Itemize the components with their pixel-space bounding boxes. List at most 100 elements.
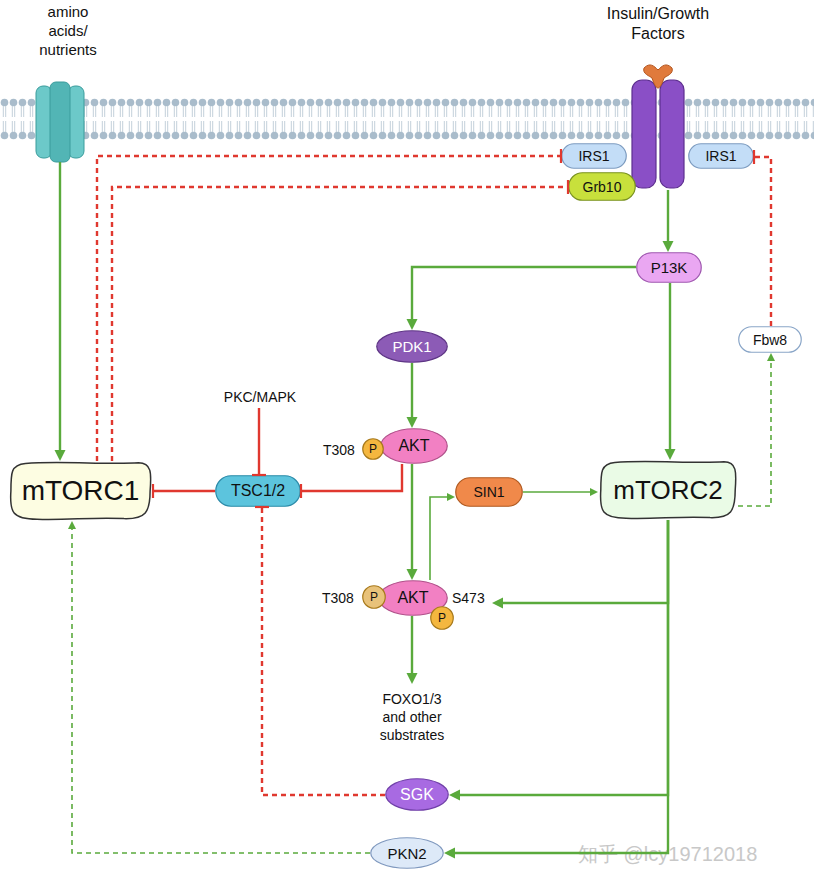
- connector-line: [59, 162, 61, 451]
- node-label: P13K: [651, 258, 688, 277]
- connector-line: [454, 520, 668, 853]
- connector-line: [411, 616, 413, 674]
- connector-line: [502, 520, 668, 603]
- receptor: Insulin/Growth Factors: [630, 62, 686, 190]
- protein-pill: IRS1: [688, 143, 754, 169]
- node-label: IRS1: [578, 147, 609, 165]
- node-label: AKT: [397, 588, 428, 608]
- kinase-ellipse: SGK: [385, 778, 449, 811]
- cell-membrane: [0, 98, 814, 140]
- node-label: IRS1: [705, 147, 736, 165]
- signal-connector: [252, 408, 266, 475]
- arrow-head: [590, 488, 598, 496]
- protein-pill: TSC1/2: [215, 475, 301, 507]
- site-label: T308: [323, 441, 355, 459]
- node-outline: [630, 62, 686, 190]
- pathway-text: PKC/MAPK: [205, 386, 315, 408]
- nutrient-channel: amino acids/ nutrients: [35, 82, 85, 162]
- signal-connector: [153, 484, 215, 498]
- node-label: SIN1: [473, 483, 504, 501]
- node-label: TSC1/2: [231, 481, 285, 501]
- inhibition-bar: [255, 506, 269, 508]
- signal-connector: [449, 520, 668, 801]
- node-label: FOXO1/3 and other substrates: [372, 690, 452, 744]
- pill-shape: [637, 253, 702, 283]
- arrow-head: [407, 673, 418, 684]
- arrow-head: [68, 521, 76, 529]
- signal-connector: [430, 493, 455, 580]
- kinase-pill: P13K: [636, 252, 702, 283]
- connector-line: [301, 464, 402, 491]
- connector-line: [411, 363, 413, 418]
- arrow-head: [444, 848, 455, 859]
- inhibition-bar: [560, 149, 562, 163]
- connector-line: [667, 190, 669, 242]
- pill-shape: [562, 144, 627, 169]
- node-label: mTORC1: [22, 473, 140, 509]
- inhibition-bar: [252, 474, 266, 476]
- inhibition-bar: [300, 484, 302, 498]
- arrow-head: [447, 493, 455, 501]
- pill-shape: [689, 144, 754, 169]
- connector-line: [412, 267, 636, 320]
- signal-connector: [444, 520, 668, 859]
- ellipse-shape: [386, 779, 449, 811]
- node-label: AKT: [398, 436, 429, 456]
- watermark: 知乎 @lcy19712018: [578, 842, 757, 867]
- signal-connector: [754, 150, 771, 326]
- connector-line: [112, 187, 568, 461]
- arrow-head: [767, 353, 775, 361]
- node-label: PDK1: [392, 337, 431, 356]
- inhibition-bar: [567, 180, 569, 194]
- pill-shape: [216, 476, 301, 507]
- ellipse-shape: [363, 439, 384, 460]
- connector-line: [523, 491, 591, 493]
- pill-shape: [739, 327, 802, 353]
- pill-shape: [456, 478, 523, 507]
- complex-blob: mTORC1: [8, 461, 153, 521]
- ellipse-shape: [363, 586, 386, 609]
- site-label: S473: [452, 589, 485, 607]
- node-label: PKN2: [387, 844, 426, 863]
- arrow-head: [663, 241, 674, 252]
- phospho-circle: P: [362, 438, 384, 460]
- inhibition-bar: [753, 150, 755, 164]
- arrow-head: [449, 790, 460, 801]
- signal-connector: [665, 283, 676, 460]
- ligand: [644, 65, 673, 88]
- site-label: T308: [322, 589, 354, 607]
- arrow-head: [492, 598, 503, 609]
- ellipse-shape: [431, 607, 454, 630]
- phospho-circle: P: [362, 585, 386, 609]
- arrow-head: [55, 450, 66, 461]
- node-outline: [35, 82, 85, 162]
- protein-pill: SIN1: [455, 477, 523, 507]
- signal-connector: [301, 464, 402, 498]
- signal-connector: [407, 616, 418, 684]
- node-label: Fbw8: [753, 331, 787, 349]
- signal-connector: [738, 353, 775, 506]
- signal-connector: [112, 180, 568, 461]
- receptor-chain: [632, 80, 656, 188]
- signal-connector: [55, 162, 66, 461]
- arrow-head: [407, 319, 418, 330]
- inhibition-bar: [152, 484, 154, 498]
- signal-connector: [492, 520, 668, 609]
- signal-connector: [68, 521, 370, 853]
- connector-line: [258, 408, 260, 475]
- signal-connector: [523, 488, 598, 496]
- blob-shape: [11, 463, 151, 520]
- blob-shape: [601, 462, 736, 519]
- channel-subunit: [50, 82, 70, 162]
- receptor-chain: [660, 80, 684, 188]
- node-heading: Insulin/Growth Factors: [593, 4, 723, 44]
- ellipse-shape: [381, 429, 448, 464]
- node-label: P: [370, 590, 378, 605]
- protein-pill: Grb10: [568, 172, 636, 201]
- connector-line: [97, 156, 561, 461]
- signal-connector: [407, 464, 418, 580]
- connector-line: [153, 490, 215, 492]
- phospho-circle: P: [430, 606, 454, 630]
